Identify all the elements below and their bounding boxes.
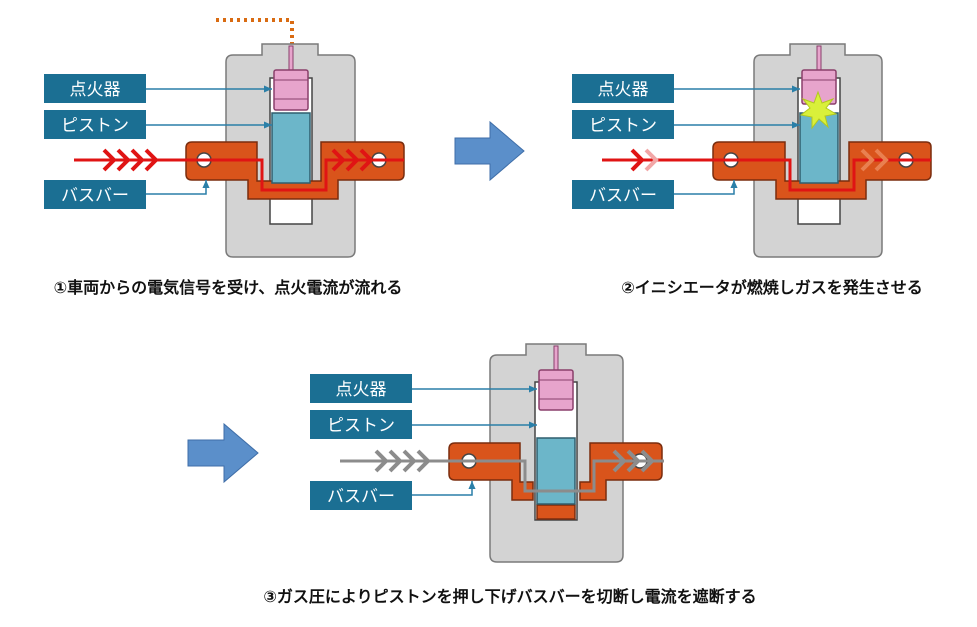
panel-step1: 点火器 ピストン バスバー ①車両からの電気信号を受け、点火電流が流れる — [44, 18, 405, 297]
label-piston: ピストン — [310, 410, 537, 439]
label-igniter: 点火器 — [572, 74, 800, 103]
svg-text:ピストン: ピストン — [589, 116, 657, 136]
busbar — [185, 141, 405, 200]
svg-text:点火器: 点火器 — [70, 80, 121, 100]
svg-text:ピストン: ピストン — [61, 116, 129, 136]
combustion-spark — [799, 90, 838, 130]
panel-step2: 点火器 ピストン バスバー ②イニシエータが燃焼しガスを発生させる — [572, 43, 932, 297]
label-busbar: バスバー — [44, 180, 210, 209]
busbar — [712, 141, 932, 200]
svg-text:バスバー: バスバー — [327, 487, 395, 507]
igniter — [273, 69, 309, 111]
svg-text:点火器: 点火器 — [598, 80, 649, 100]
svg-text:ピストン: ピストン — [327, 416, 395, 436]
current-chevrons — [630, 148, 889, 172]
next-arrow-2 — [187, 422, 259, 484]
label-piston: ピストン — [44, 110, 272, 139]
current-path — [602, 158, 931, 192]
svg-text:バスバー: バスバー — [589, 186, 657, 206]
caption-step3: ③ガス圧によりピストンを押し下げバスバーを切断し電流を遮断する — [263, 587, 756, 606]
piston — [271, 112, 311, 184]
label-igniter: 点火器 — [310, 374, 537, 403]
next-arrow-1 — [454, 120, 525, 182]
svg-text:点火器: 点火器 — [336, 380, 387, 400]
label-busbar: バスバー — [310, 481, 476, 510]
caption-step1: ①車両からの電気信号を受け、点火電流が流れる — [54, 278, 403, 297]
busbar-cut-piece — [536, 504, 576, 520]
piston — [799, 112, 839, 184]
current-chevrons-off — [374, 449, 655, 473]
panel-step3: 点火器 ピストン バスバー ③ガス圧によりピストンを押し下げバスバーを切断し電流… — [263, 343, 757, 606]
piston — [536, 437, 576, 505]
svg-text:バスバー: バスバー — [61, 186, 129, 206]
caption-step2: ②イニシエータが燃焼しガスを発生させる — [621, 278, 923, 297]
label-piston: ピストン — [572, 110, 800, 139]
current-path-interrupted — [340, 459, 664, 493]
label-busbar: バスバー — [572, 180, 738, 209]
current-chevrons — [102, 148, 374, 172]
igniter — [538, 369, 574, 411]
current-path — [74, 158, 404, 192]
label-igniter: 点火器 — [44, 74, 272, 103]
